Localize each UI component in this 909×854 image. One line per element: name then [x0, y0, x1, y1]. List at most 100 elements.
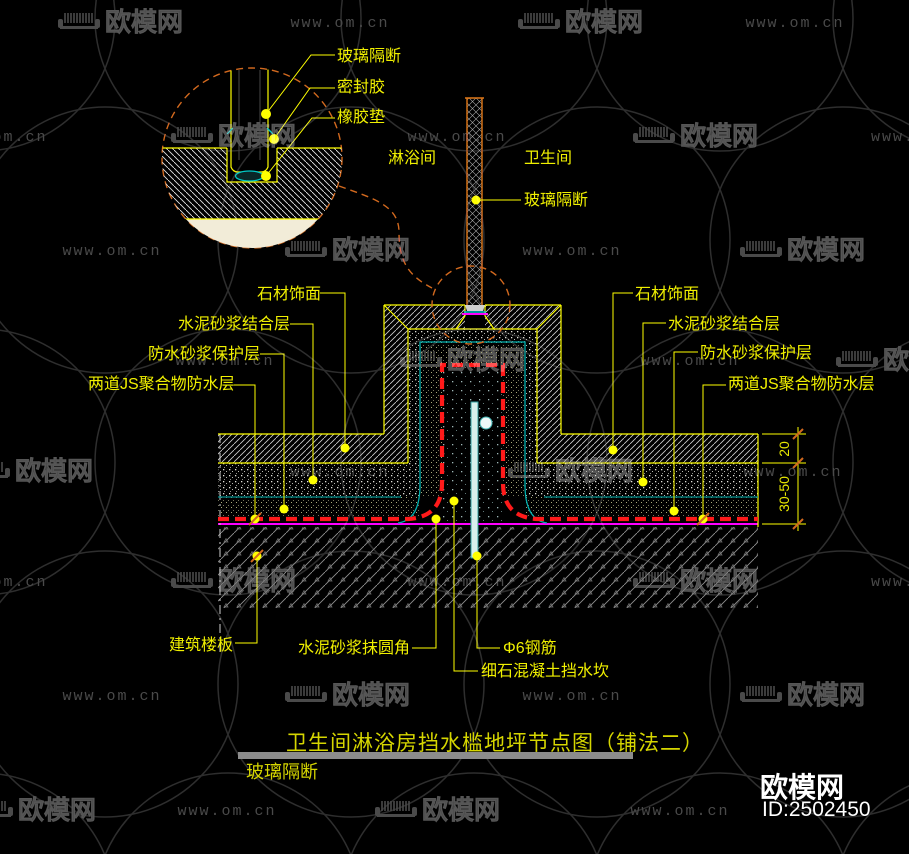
watermark-circle [94, 0, 362, 152]
cyan-protect-line [218, 341, 758, 524]
watermark-logo: 欧模网 [517, 7, 643, 37]
drawing-title: 卫生间淋浴房挡水槛地坪节点图（铺法二） [286, 732, 704, 755]
label-glass-partition-detail: 玻璃隔断 [337, 48, 402, 65]
watermark-url-text: www.om.cn [745, 15, 844, 32]
sofa-icon [284, 240, 328, 258]
title-underline-bar [238, 752, 633, 759]
sofa-icon [170, 571, 214, 589]
watermark-logo-text: 欧模网 [787, 235, 865, 265]
watermark-logo-text: 欧模网 [680, 121, 758, 151]
watermark-logo: 欧模网 [170, 121, 296, 151]
watermark-circle [463, 550, 731, 818]
watermark-circle [0, 329, 116, 595]
watermark-circle [217, 550, 485, 818]
watermark-circle [0, 0, 116, 151]
label-sealant: 密封胶 [337, 79, 386, 96]
watermark-logo: 欧模网 [0, 795, 96, 825]
watermark-logo: 欧模网 [0, 456, 93, 486]
rebar [470, 401, 493, 559]
watermark-circle [340, 0, 608, 152]
watermark-logo: 欧模网 [632, 121, 758, 151]
watermark-logo: 欧模网 [507, 456, 633, 486]
watermark-url-text: www.om.cn [407, 574, 506, 591]
watermark-logo-text: 欧模网 [422, 795, 500, 825]
watermark-logo-text: 欧模网 [15, 456, 93, 486]
watermark-logo-text: 欧模网 [555, 456, 633, 486]
label-shower-room: 淋浴间 [388, 150, 437, 167]
sofa-icon [284, 685, 328, 703]
watermark-url-text: www.om.cn [175, 353, 274, 370]
watermark-url-text: www.om.cn [290, 15, 389, 32]
watermark-url-text: om.cn [0, 574, 48, 591]
watermark-logo-text: 欧模网 [18, 795, 96, 825]
mortar-bed-speckle [218, 329, 758, 497]
watermark-circle [94, 328, 362, 596]
waterproof-membrane-line [218, 362, 758, 522]
watermark-url-text: www.om.cn [522, 688, 621, 705]
watermark-logo: 欧模网 [374, 795, 500, 825]
watermark-url-text: www.om.cn [407, 129, 506, 146]
label-glass-partition-main: 玻璃隔断 [524, 192, 589, 209]
sofa-icon [517, 12, 561, 30]
watermark-logo: 欧模网 [632, 566, 758, 596]
sofa-icon [507, 461, 551, 479]
watermark-logo-text: 欧模网 [447, 345, 525, 375]
label-stone-finish-left: 石材饰面 [257, 286, 322, 303]
label-rebar: Φ6钢筋 [503, 640, 557, 657]
protective-layer-dots [218, 342, 758, 517]
watermark-circle [350, 772, 598, 854]
label-building-slab: 建筑楼板 [169, 637, 234, 654]
watermark-url-text: www.om.cn [743, 464, 842, 481]
watermark-logo: 欧模网 [399, 345, 525, 375]
label-concrete-curb: 细石混凝土挡水坎 [481, 663, 610, 680]
leader-lines [234, 54, 726, 672]
watermark-logo: 欧模网 [284, 680, 410, 710]
watermark-url-text: www.om.cn [630, 803, 729, 820]
watermark-url-text: www.om.cn [62, 243, 161, 260]
sofa-icon [0, 461, 11, 479]
watermark-url-text: www. [871, 129, 909, 146]
watermark-logo: 欧模网 [57, 7, 183, 37]
dot-slashes [248, 512, 710, 563]
watermark-logo: 欧模网 [835, 345, 909, 375]
watermark-circle [217, 106, 485, 374]
detail-target-circle [431, 265, 511, 345]
site-logo-text: 欧模网 [760, 772, 845, 803]
label-rubber-pad: 橡胶垫 [337, 109, 386, 126]
watermark-logo-text: 欧模网 [218, 121, 296, 151]
sofa-icon [632, 126, 676, 144]
watermark-circle [463, 106, 731, 374]
label-cement-bond-right: 水泥砂浆结合层 [668, 316, 781, 333]
sofa-icon [632, 571, 676, 589]
watermark-logo-text: 欧模网 [218, 566, 296, 596]
sofa-icon [57, 12, 101, 30]
detail-connector-curve [338, 185, 433, 289]
watermark-url-text: www.om.cn [640, 353, 739, 370]
model-id: ID:2502450 [762, 798, 871, 821]
label-cement-bond-left: 水泥砂浆结合层 [178, 316, 291, 333]
drawing-subtitle: 玻璃隔断 [246, 762, 318, 782]
outline-yellow [218, 304, 759, 527]
label-protect-mortar-left: 防水砂浆保护层 [148, 346, 261, 363]
watermark-logo-text: 欧模网 [883, 345, 909, 375]
watermark-circle [0, 106, 239, 374]
label-js-waterproof-left: 两道JS聚合物防水层 [88, 376, 235, 393]
dimension-group: 20 30-50 [762, 427, 806, 531]
watermark-circle [832, 0, 909, 139]
watermark-texts: 欧模网www.om.cn欧模网www.om.cnom.cn欧模网www.om.c… [0, 7, 909, 825]
dimension-lower: 30-50 [776, 476, 792, 512]
watermark-url-text: www.om.cn [522, 243, 621, 260]
watermark-url-text: www.om.cn [177, 803, 276, 820]
label-stone-finish-right: 石材饰面 [635, 286, 700, 303]
watermark-url-text: om.cn [0, 129, 48, 146]
watermark-circle [709, 550, 909, 818]
watermark-url-text: www. [871, 574, 909, 591]
watermark-logo: 欧模网 [739, 235, 865, 265]
sofa-icon [0, 800, 14, 818]
watermark-logo-text: 欧模网 [332, 235, 410, 265]
watermark-logo-text: 欧模网 [332, 680, 410, 710]
watermark-logo: 欧模网 [284, 235, 410, 265]
